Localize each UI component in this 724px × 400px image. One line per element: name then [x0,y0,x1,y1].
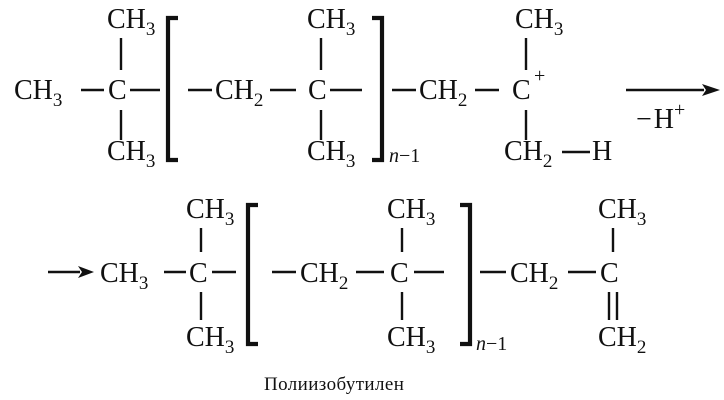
reaction-arrow: −H+ [626,84,720,135]
alkene-end-group: CH2 CH3 C CH2 [480,194,646,358]
ch3-left: CH3 [14,75,62,111]
ch2: CH2 [300,258,348,294]
right-bracket [372,15,385,163]
t-butyl-group: CH3 CH3 C CH3 [100,194,236,358]
t-butyl-group: CH3 CH3 C CH3 [14,4,160,172]
row-2-product: CH3 CH3 C CH3 n−1 CH2 CH3 C CH3 [48,194,646,358]
ch3-bottom: CH3 [307,136,355,172]
carbon: C [390,258,409,289]
ch3-top: CH3 [186,194,234,230]
positive-charge: + [534,65,545,87]
repeat-unit: CH2 CH3 C CH3 [188,4,362,172]
ch2-bottom: CH2 [504,136,552,172]
carbon: C [308,75,327,106]
ch3-left: CH3 [100,258,148,294]
ch3-top: CH3 [107,4,155,40]
ch3-bottom: CH3 [107,136,155,172]
carbon: C [189,258,208,289]
carbocation-end: CH2 CH3 C + CH2 H [392,4,612,172]
right-bracket [460,202,473,347]
repeat-unit: CH2 CH3 C CH3 [272,194,444,358]
ch3-bottom: CH3 [387,322,435,358]
ch2: CH2 [419,75,467,111]
ch3-bottom: CH3 [186,322,234,358]
carbon: C [108,75,127,106]
row-1-carbocation: CH3 CH3 C CH3 n−1 CH2 CH3 C CH3 [14,4,720,172]
ch3-top: CH3 [598,194,646,230]
arrow-condition: −H+ [636,99,685,135]
ch2-bottom: CH2 [598,322,646,358]
product-caption: Полиизобутилен [264,374,404,395]
carbon: C [600,258,619,289]
carbon: C [512,75,531,106]
repeat-count-subscript: n−1 [389,145,420,167]
repeat-count-subscript: n−1 [476,333,507,355]
ch2: CH2 [510,258,558,294]
arrow-head [78,266,94,278]
arrow-head [702,84,720,96]
left-bracket [245,202,258,347]
ch3-top: CH3 [515,4,563,40]
hydrogen: H [592,136,612,167]
left-bracket [165,15,178,163]
continuation-arrow [48,266,94,278]
ch2: CH2 [215,75,263,111]
ch3-top: CH3 [387,194,435,230]
ch3-top: CH3 [307,4,355,40]
